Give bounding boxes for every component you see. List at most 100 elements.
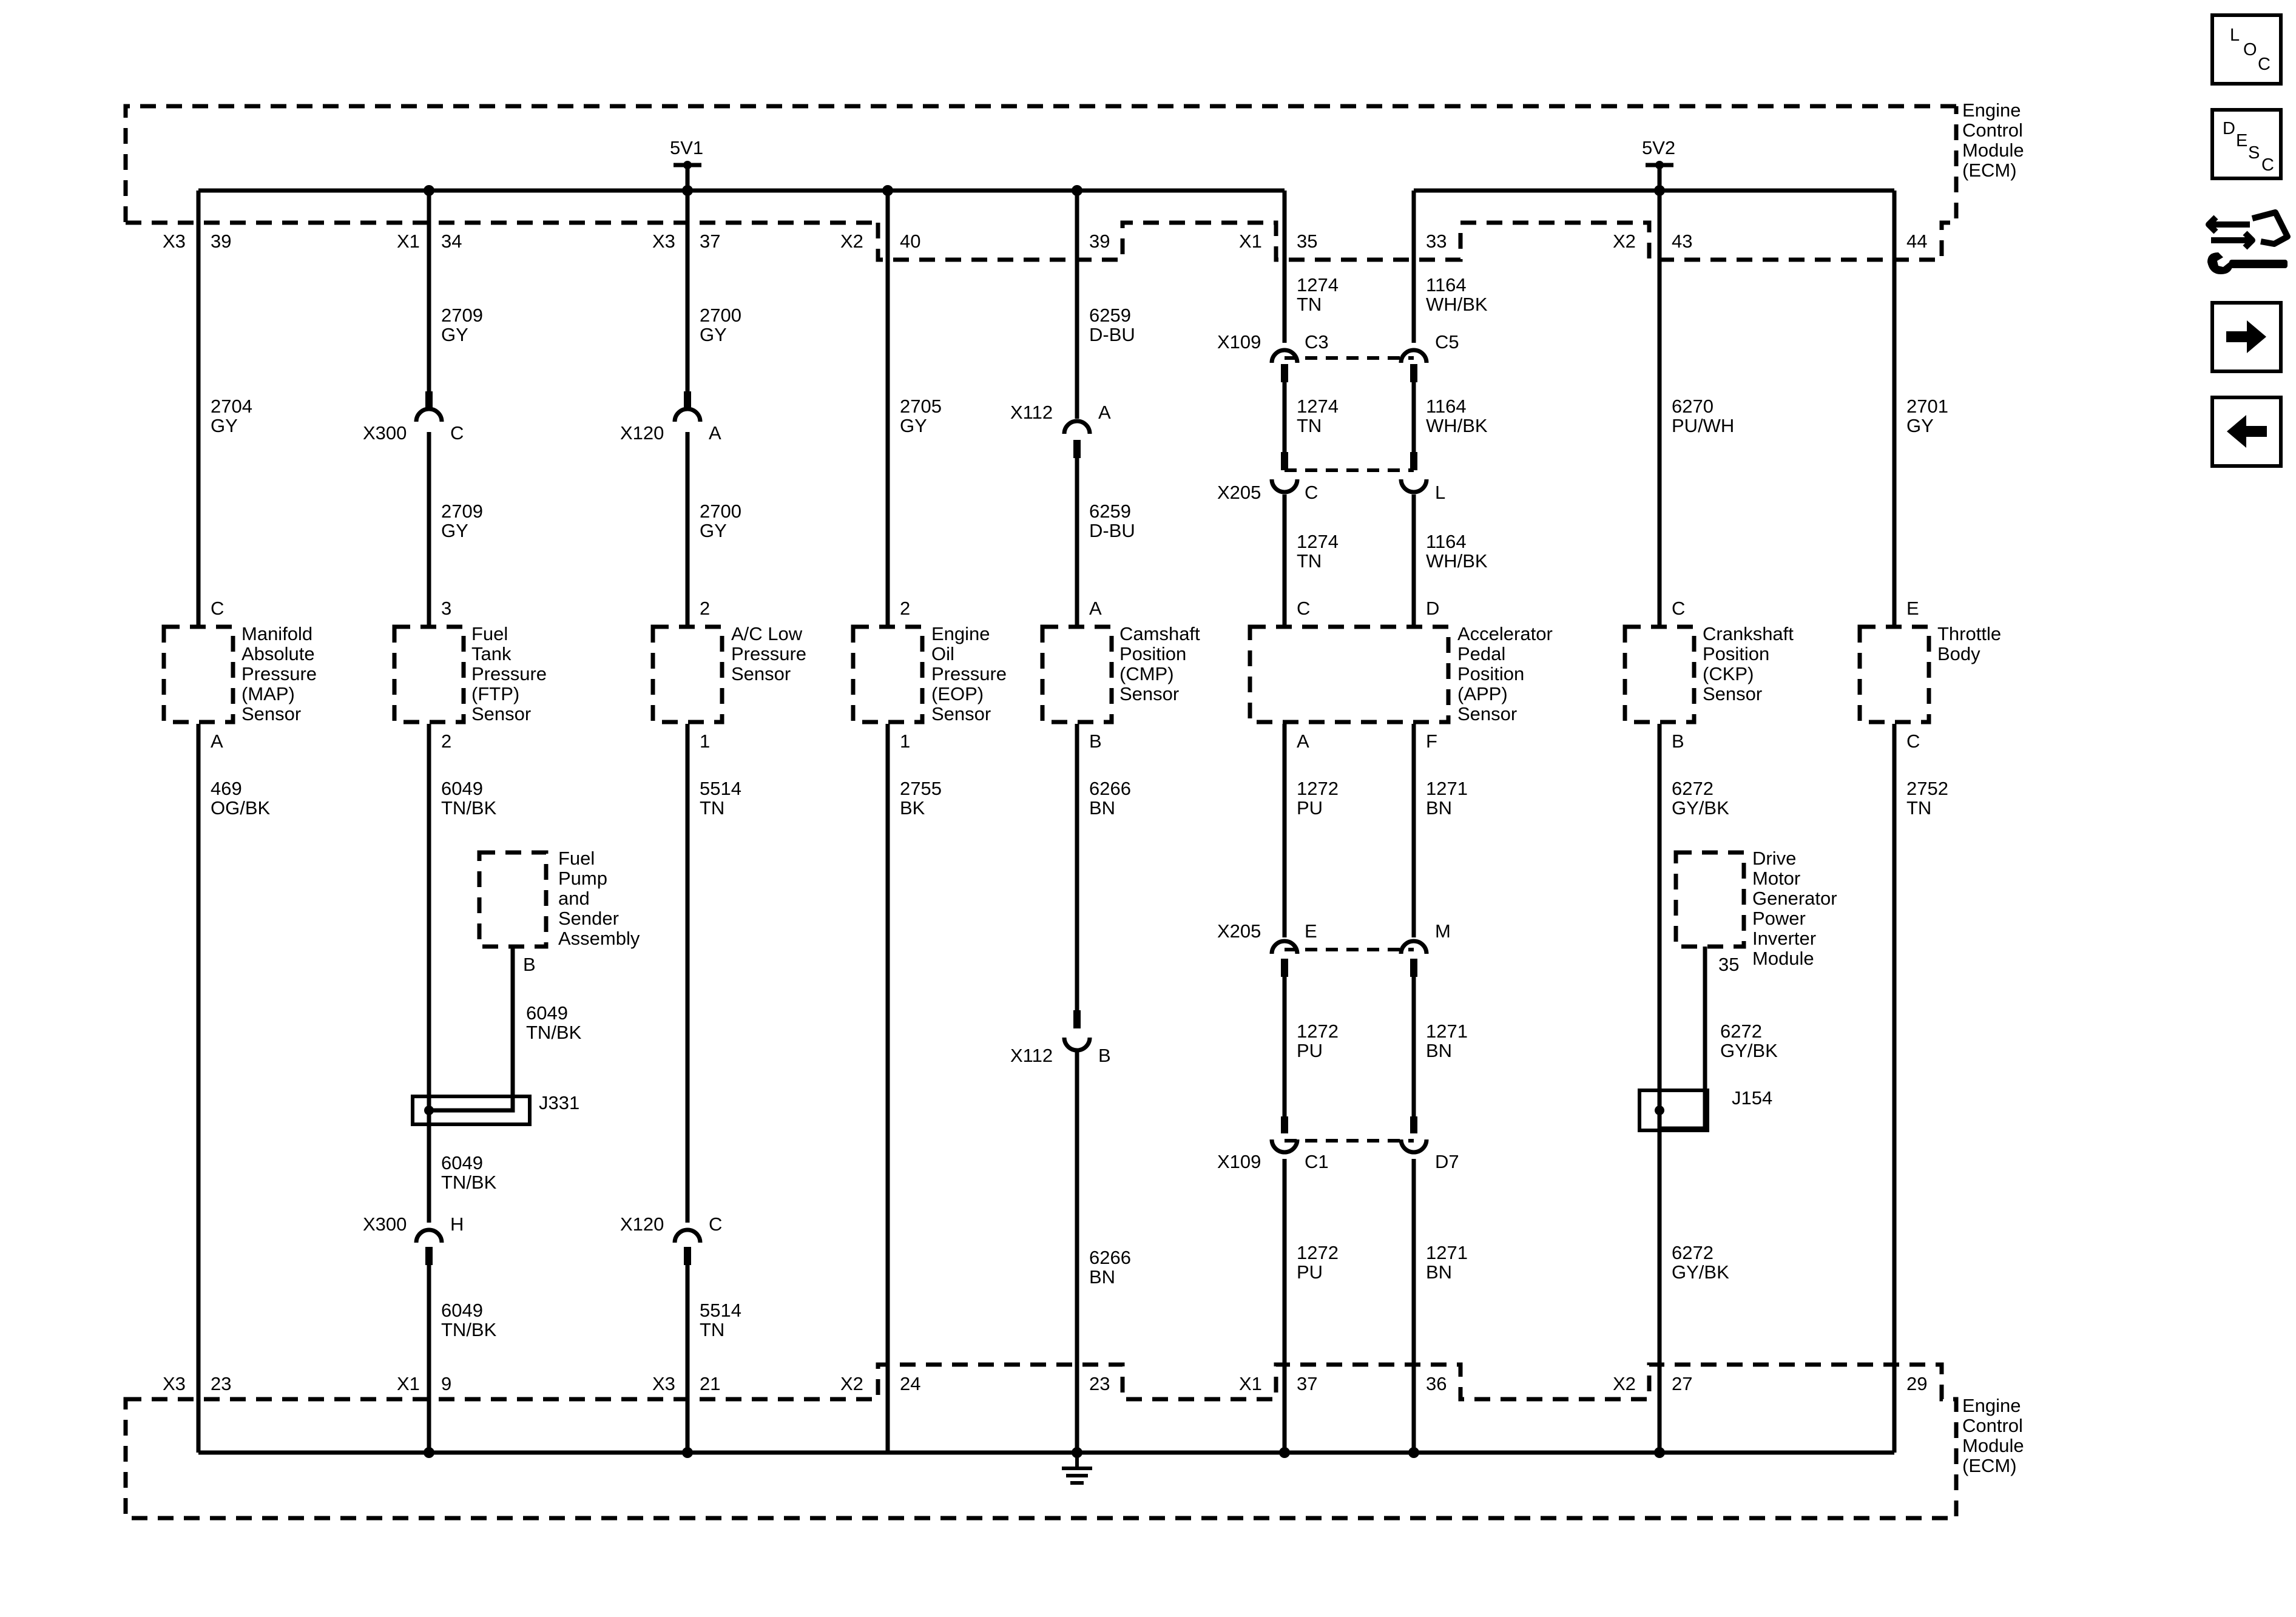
prev-button[interactable]	[2210, 396, 2283, 468]
connector-x112-a	[1062, 419, 1092, 458]
connector-view-button[interactable]	[2203, 206, 2294, 282]
connector-name: X109	[1217, 1151, 1261, 1172]
connector-pin: D7	[1435, 1151, 1459, 1172]
connector-x120-a	[672, 391, 703, 422]
connector-name: X109	[1217, 331, 1261, 353]
map-sensor-box	[161, 624, 235, 724]
connector-name: X120	[620, 1214, 664, 1235]
top-pin-number: 34	[441, 231, 462, 252]
top-pin-number: 39	[211, 231, 231, 252]
connector-name: X120	[620, 422, 664, 444]
ckp-sensor-box	[1622, 624, 1697, 724]
pin-label: 3	[441, 598, 451, 619]
next-button[interactable]	[2210, 301, 2283, 373]
connector-pin: C	[709, 1214, 722, 1235]
ecm-top-label: Engine Control Module (ECM)	[1962, 100, 2029, 181]
connector-x205-l	[1399, 452, 1429, 495]
bottom-pin-number: 27	[1672, 1373, 1692, 1394]
loc-button[interactable]: L O C	[2210, 13, 2283, 86]
bottom-pin-number: 37	[1297, 1373, 1317, 1394]
connector-name: X300	[363, 422, 407, 444]
bottom-pin-connector: X2	[840, 1373, 863, 1394]
junction-dots	[424, 161, 1665, 1458]
pin-label: F	[1426, 731, 1437, 752]
connector-x109-d7	[1399, 1116, 1429, 1155]
ac-sensor-box	[650, 624, 724, 724]
pin-label: B	[1089, 731, 1102, 752]
top-pin-number: 40	[900, 231, 920, 252]
connector-name: X112	[1010, 1045, 1053, 1066]
top-pin-number: 43	[1672, 231, 1692, 252]
pin-label: 1	[900, 731, 910, 752]
eop-sensor-box	[851, 624, 925, 724]
pin-label: D	[1426, 598, 1439, 619]
bottom-pin-number: 21	[700, 1373, 720, 1394]
pin-label: 1	[700, 731, 710, 752]
bottom-pin-number: 9	[441, 1373, 451, 1394]
component-pin-labels: C A 3 2 2 1 2 1 A B C D A F C B E C B 35	[211, 598, 1920, 975]
ftp-sensor-box	[392, 624, 466, 724]
pin-label: E	[1906, 598, 1919, 619]
bottom-pin-connector: X3	[163, 1373, 186, 1394]
pin-label: C	[1906, 731, 1920, 752]
arrow-right-icon	[2226, 320, 2266, 353]
top-pin-connector: X2	[1613, 231, 1636, 252]
top-pin-number: 39	[1089, 231, 1110, 252]
top-pin-connector: X3	[163, 231, 186, 252]
connector-x109-c3	[1269, 348, 1300, 382]
splice-j154-box	[1638, 1089, 1709, 1132]
bottom-pin-number: 23	[1089, 1373, 1110, 1394]
pin-label: 2	[441, 731, 451, 752]
pin-label: C	[1297, 598, 1310, 619]
connector-x120-c	[672, 1227, 703, 1265]
desc-button[interactable]: D E S C	[2210, 108, 2283, 180]
pin-label: 2	[900, 598, 910, 619]
pin-label: 35	[1718, 954, 1739, 975]
connector-x205-m	[1399, 939, 1429, 977]
splice-j331-label: J331	[539, 1092, 579, 1113]
fuel-pump-box	[477, 850, 549, 949]
inline-connector-labels: X300 C X120 A X112 A X109 C3 C5 X205 C L…	[363, 331, 1459, 1235]
connector-pin: M	[1435, 920, 1451, 942]
ecm-top-border	[123, 104, 1959, 262]
connector-x300-h	[414, 1227, 444, 1265]
bottom-pin-connector: X3	[652, 1373, 675, 1394]
pin-label: 2	[700, 598, 710, 619]
connector-pin: C5	[1435, 331, 1459, 353]
top-pin-number: 37	[700, 231, 720, 252]
top-pin-number: 44	[1906, 231, 1927, 252]
top-pin-connector: X1	[397, 231, 420, 252]
supply-5v2-label: 5V2	[1642, 137, 1675, 158]
tb-sensor-box	[1857, 624, 1931, 724]
cmp-sensor-box	[1040, 624, 1114, 724]
